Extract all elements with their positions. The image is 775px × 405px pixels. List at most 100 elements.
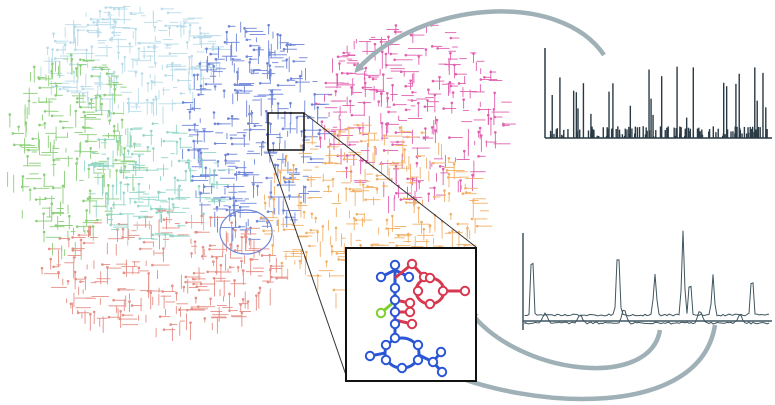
network-node	[236, 244, 240, 248]
network-node	[190, 252, 193, 255]
network-node	[137, 266, 141, 270]
network-node	[31, 137, 35, 141]
network-node	[137, 204, 140, 208]
network-node	[387, 35, 390, 39]
network-node	[279, 34, 282, 37]
network-node	[381, 50, 384, 54]
network-node	[212, 260, 215, 263]
network-node	[198, 157, 201, 161]
network-node	[233, 83, 237, 86]
network-node	[241, 269, 245, 272]
network-node	[74, 277, 77, 281]
network-node	[119, 169, 122, 172]
network-node	[441, 167, 445, 171]
network-node	[233, 88, 237, 92]
inset-node	[412, 354, 424, 366]
network-node	[216, 160, 220, 163]
network-node	[427, 192, 431, 196]
network-node	[266, 210, 270, 213]
network-node	[79, 64, 82, 67]
network-node	[134, 71, 138, 74]
network-node	[248, 61, 252, 64]
network-node	[146, 81, 150, 85]
network-node	[457, 82, 461, 85]
inset-node	[412, 339, 424, 351]
network-node	[447, 176, 450, 179]
network-node	[246, 300, 250, 303]
network-node	[154, 95, 158, 99]
network-node	[82, 110, 86, 114]
network-node	[98, 9, 102, 13]
network-node	[50, 114, 54, 118]
network-node	[128, 42, 132, 45]
network-node	[288, 194, 291, 197]
network-node	[166, 11, 170, 15]
network-node	[52, 32, 55, 35]
network-node	[375, 187, 379, 191]
network-node	[187, 159, 190, 162]
network-node	[492, 107, 496, 111]
network-node	[177, 224, 181, 228]
network-node	[208, 248, 211, 251]
network-node	[164, 74, 167, 77]
network-node	[424, 48, 428, 51]
network-node	[66, 279, 70, 283]
network-node	[391, 214, 394, 218]
network-node	[169, 323, 173, 326]
network-node	[270, 275, 273, 279]
network-node	[292, 59, 296, 63]
network-node	[240, 311, 244, 315]
network-node	[399, 198, 403, 201]
network-node	[477, 155, 480, 158]
network-node	[380, 92, 383, 96]
zoom-projection-top	[303, 112, 477, 248]
network-node	[385, 63, 388, 67]
network-node	[228, 309, 231, 312]
network-node	[94, 96, 98, 99]
network-node	[106, 157, 110, 160]
inset-node	[404, 297, 416, 309]
network-node	[246, 122, 250, 125]
network-node	[201, 254, 204, 258]
network-node	[279, 170, 282, 174]
network-node	[351, 189, 355, 193]
network-node	[100, 102, 104, 106]
network-node	[17, 125, 20, 129]
network-node	[166, 130, 169, 134]
network-node	[163, 233, 167, 236]
network-node	[346, 72, 349, 75]
network-node	[272, 197, 275, 200]
network-node	[375, 90, 379, 93]
network-node	[334, 226, 338, 230]
network-node	[284, 180, 287, 184]
network-node	[298, 74, 302, 78]
network-node	[305, 231, 308, 235]
network-ring	[219, 209, 273, 255]
network-node	[135, 103, 138, 106]
network-node	[261, 140, 265, 144]
network-node	[46, 46, 49, 50]
zoom-box	[267, 112, 305, 151]
network-node	[258, 81, 262, 85]
network-node	[385, 227, 388, 230]
network-node	[212, 64, 215, 68]
network-node	[176, 178, 180, 182]
spectrum-bottom	[522, 230, 772, 330]
network-node	[448, 81, 452, 84]
network-node	[273, 172, 277, 176]
network-node	[166, 211, 170, 214]
network-node	[138, 41, 142, 45]
network-node	[222, 89, 226, 93]
network-node	[33, 187, 36, 190]
network-node	[249, 44, 252, 48]
network-node	[94, 161, 97, 165]
network-node	[119, 309, 122, 313]
network-node	[93, 165, 96, 168]
network-node	[309, 228, 313, 232]
arrow-top-spectrum-to-network	[354, 9, 606, 73]
network-node	[454, 72, 458, 76]
network-node	[267, 23, 270, 27]
network-node	[107, 184, 110, 187]
network-node	[181, 101, 185, 104]
